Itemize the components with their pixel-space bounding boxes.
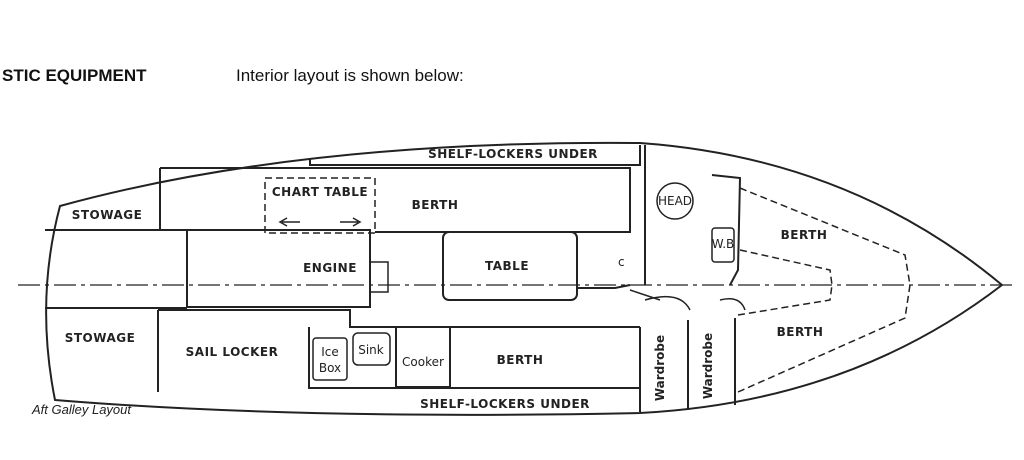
shelf-lockers-top-label: SHELF-LOCKERS UNDER (428, 147, 598, 161)
settee (576, 240, 631, 289)
stowage-top-label: STOWAGE (72, 208, 143, 222)
shelf-lockers-top (309, 145, 641, 166)
berth-main-label: BERTH (412, 198, 459, 212)
sail-locker (157, 309, 640, 392)
berth-forward-bottom (737, 284, 911, 393)
engine-small-box (369, 261, 389, 293)
intro-text: Interior layout is shown below: (236, 66, 464, 85)
stowage-bottom-label: STOWAGE (65, 331, 136, 345)
berth-galley-label: BERTH (497, 353, 544, 367)
sail-locker-label: SAIL LOCKER (186, 345, 279, 359)
cooker (395, 326, 451, 388)
head-partition (711, 174, 742, 286)
sink-label: Sink (358, 343, 384, 357)
berth-main (159, 167, 631, 233)
sink (352, 332, 391, 366)
wash-basin-label: W.B (712, 237, 735, 251)
ice-box (312, 337, 348, 381)
engine-box (186, 229, 371, 308)
chart-table (264, 177, 376, 234)
berth-forward-bottom-label: BERTH (777, 325, 824, 339)
door-swings (629, 289, 746, 311)
head-toilet (656, 182, 694, 220)
berth-forward-top (739, 187, 911, 286)
ice-box-label-1: Ice (321, 345, 339, 359)
chart-table-label: CHART TABLE (272, 185, 368, 199)
wardrobe-2-label: Wardrobe (701, 333, 715, 399)
wardrobe-1-label: Wardrobe (653, 335, 667, 401)
berth-forward-top-label: BERTH (781, 228, 828, 242)
ice-box-label-2: Box (319, 361, 341, 375)
galley-counter (308, 327, 640, 389)
table-label: TABLE (485, 259, 529, 273)
layout-caption: Aft Galley Layout (31, 402, 132, 417)
chart-table-arrows (278, 217, 362, 227)
head-label: HEAD (658, 194, 692, 208)
cooker-label: Cooker (402, 355, 444, 369)
hull-outline (45, 141, 1004, 416)
wardrobe-partitions (639, 318, 736, 412)
c-mark: c (618, 255, 625, 269)
shelf-lockers-bottom-label: SHELF-LOCKERS UNDER (420, 397, 590, 411)
engine-label: ENGINE (303, 261, 357, 275)
wash-basin (711, 227, 735, 263)
section-title: STIC EQUIPMENT (2, 66, 147, 85)
